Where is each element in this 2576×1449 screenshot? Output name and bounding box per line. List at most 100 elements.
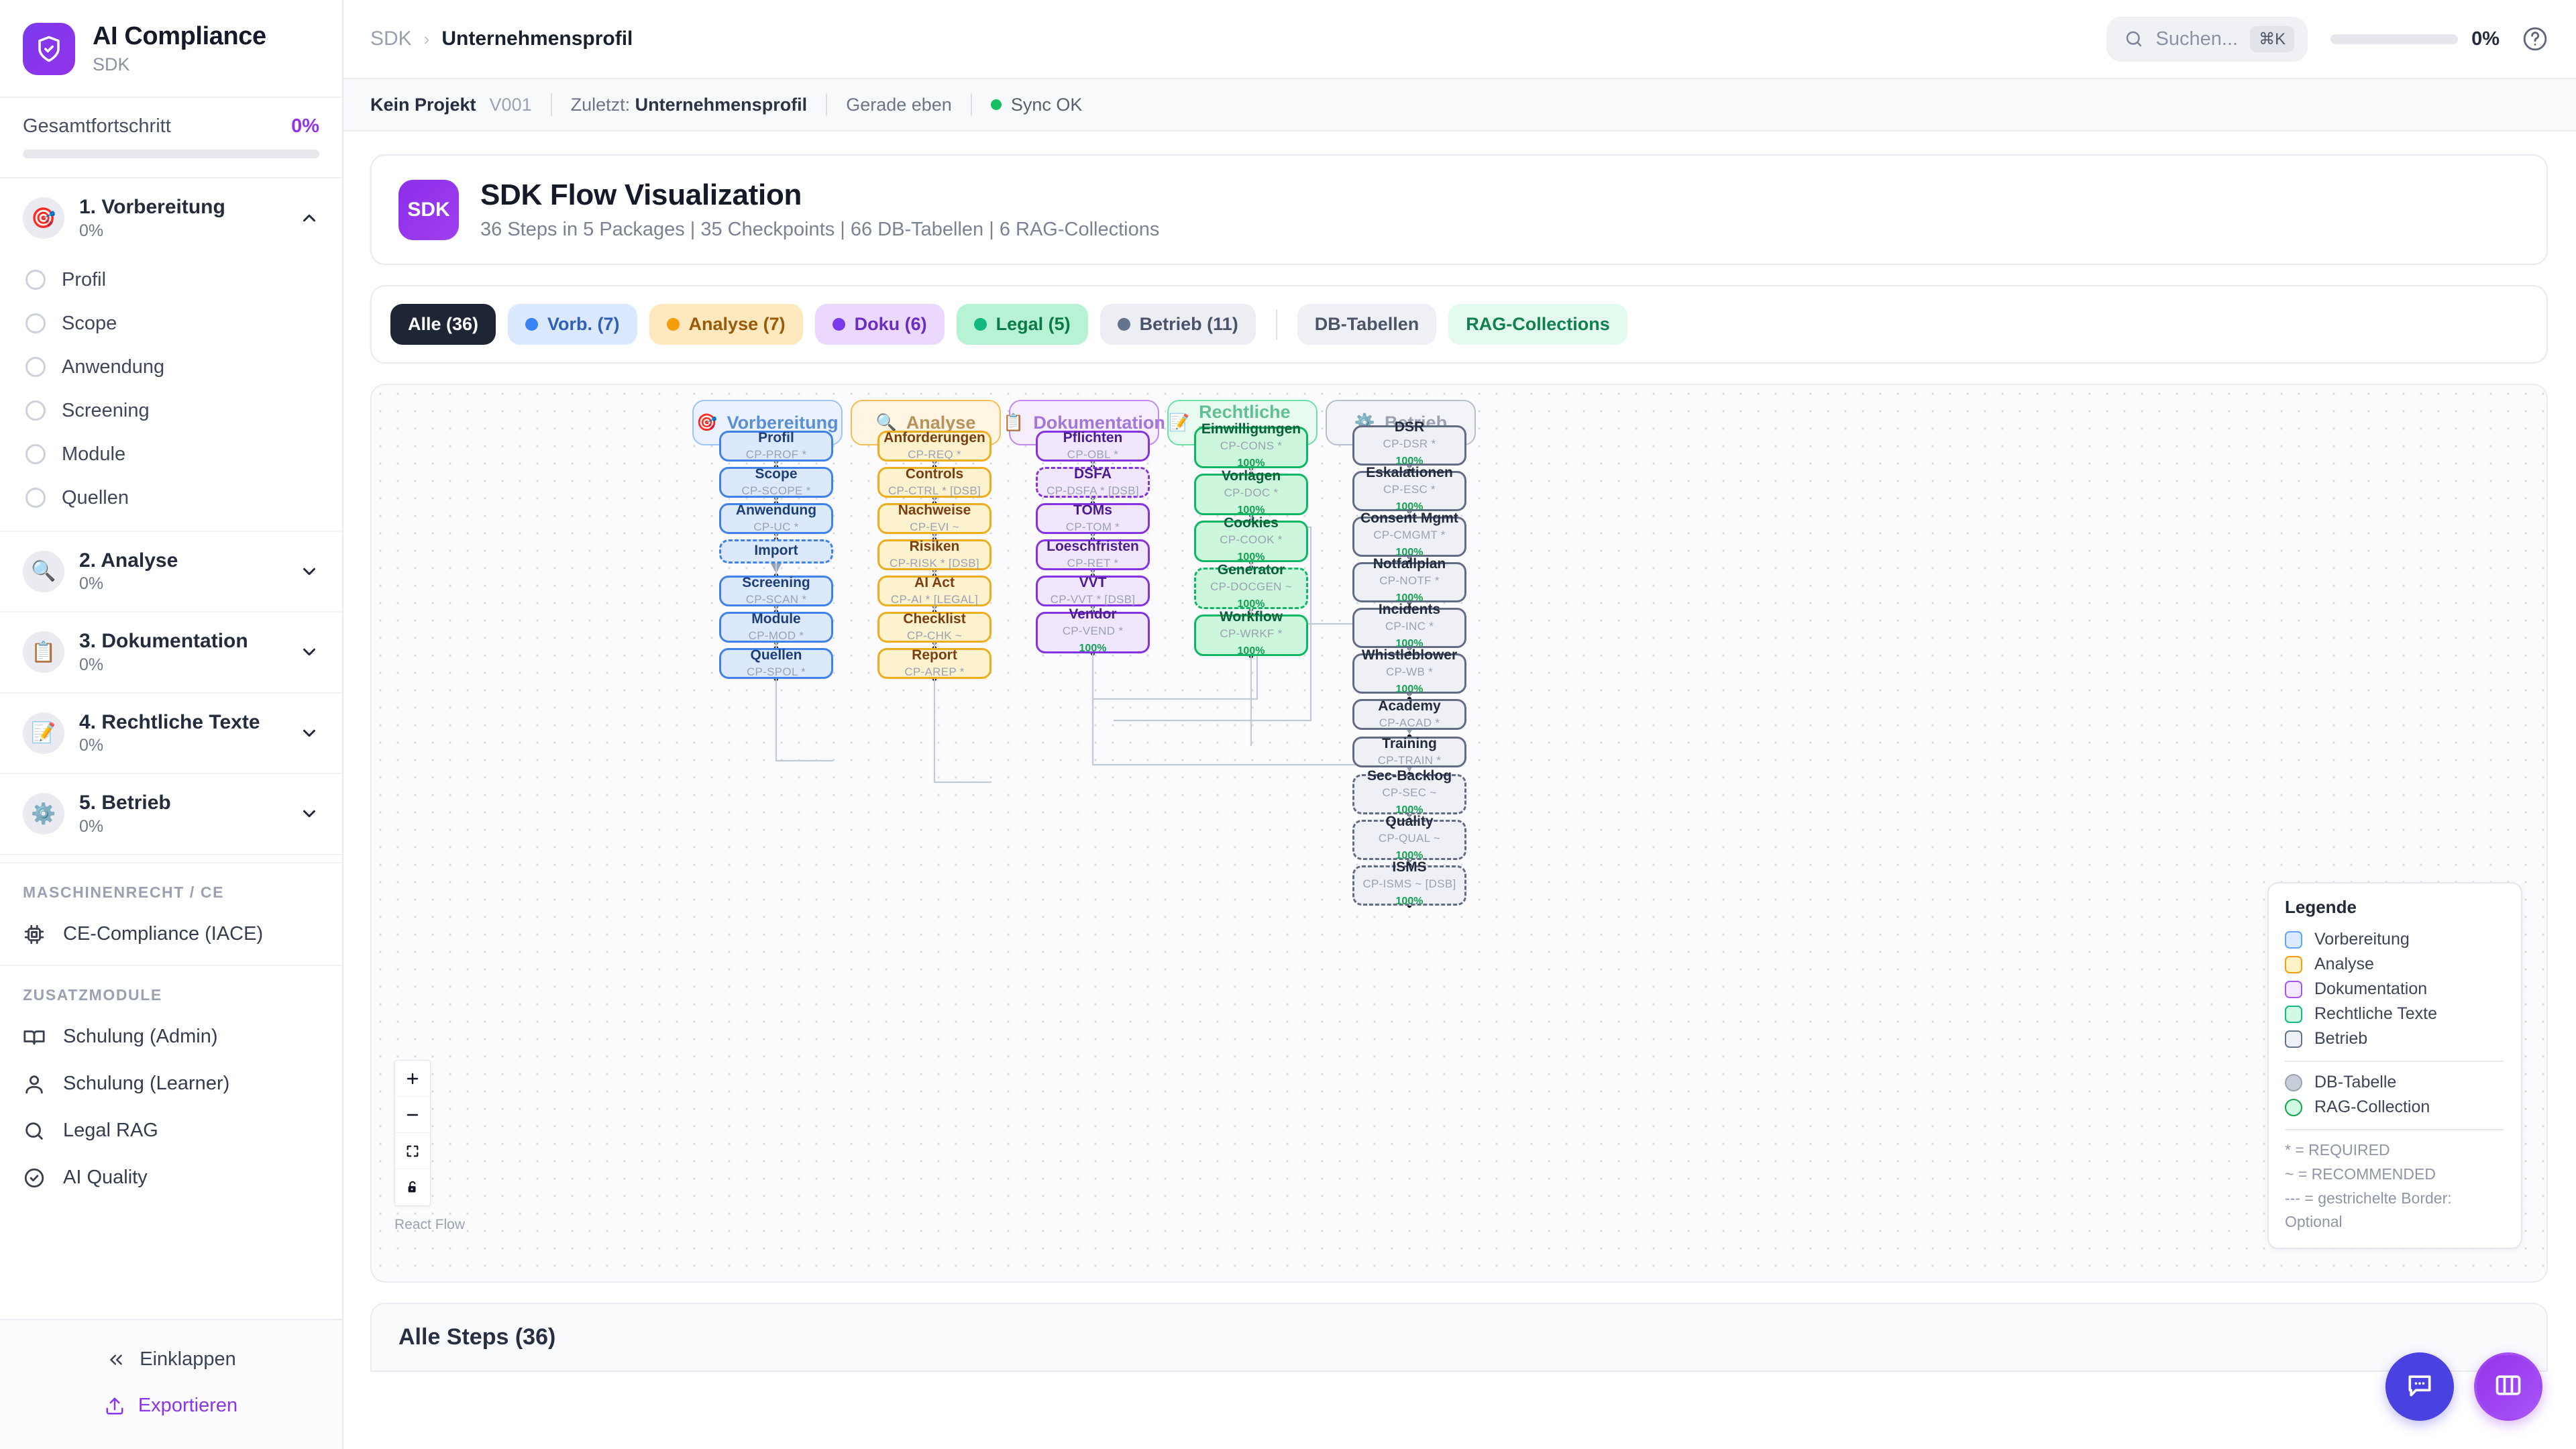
filter-chip-label: Vorb. (7): [547, 314, 620, 334]
phase-name: 4. Rechtliche Texte: [79, 710, 260, 733]
chevron-up-icon[interactable]: [299, 208, 319, 228]
sidebar-link-ai-quality[interactable]: AI Quality: [0, 1155, 342, 1201]
filter-chip-rag-collections[interactable]: RAG-Collections: [1448, 304, 1627, 345]
filter-chip-db-tabellen[interactable]: DB-Tabellen: [1297, 304, 1437, 345]
filter-chip-betrieb-11[interactable]: Betrieb (11): [1099, 304, 1256, 345]
overall-progress: Gesamtfortschritt 0%: [0, 98, 342, 178]
status-sync: Sync OK: [990, 95, 1082, 115]
sidebar-item-profil[interactable]: Profil: [0, 258, 342, 302]
sidebar-link-legal-rag[interactable]: Legal RAG: [0, 1108, 342, 1155]
chevron-down-icon[interactable]: [299, 723, 319, 743]
sidebar-link-schulung-admin[interactable]: Schulung (Admin): [0, 1014, 342, 1061]
flow-node-import[interactable]: Import: [719, 539, 833, 564]
header-progress: 0%: [2330, 28, 2500, 50]
sidebar-divider: [0, 861, 342, 863]
sidebar-link-ce-compliance-iace[interactable]: CE-Compliance (IACE): [0, 911, 342, 958]
breadcrumb-root[interactable]: SDK: [370, 28, 412, 50]
node-code: CP-RISK * [DSB]: [890, 557, 979, 570]
search-input[interactable]: Suchen... ⌘K: [2106, 16, 2308, 62]
node-name: Whistleblower: [1361, 647, 1458, 663]
sidebar-item-module[interactable]: Module: [0, 433, 342, 476]
lock-icon[interactable]: [395, 1169, 430, 1205]
filter-chip-analyse-7[interactable]: Analyse (7): [649, 304, 803, 345]
chevron-down-icon[interactable]: [299, 561, 319, 582]
collapse-sidebar-button[interactable]: Einklappen: [0, 1336, 342, 1383]
brand-header[interactable]: AI Compliance SDK: [0, 0, 342, 98]
overall-progress-track: [23, 150, 319, 158]
filter-chip-legal-5[interactable]: Legal (5): [956, 304, 1088, 345]
zoom-in-icon[interactable]: [395, 1061, 430, 1097]
sidebar-item-screening[interactable]: Screening: [0, 389, 342, 433]
sidebar-link-schulung-learner[interactable]: Schulung (Learner): [0, 1061, 342, 1108]
node-progress-value: 100%: [1395, 804, 1424, 816]
sidebar-item-anwendung[interactable]: Anwendung: [0, 345, 342, 389]
panel-fab[interactable]: [2474, 1352, 2542, 1421]
breadcrumb-current: Unternehmensprofil: [441, 28, 633, 50]
page-subtitle: 36 Steps in 5 Packages | 35 Checkpoints …: [480, 219, 1160, 240]
sidebar-item-label: Module: [62, 443, 126, 465]
filter-chip-vorb-7[interactable]: Vorb. (7): [508, 304, 637, 345]
legend-label: RAG-Collection: [2314, 1097, 2430, 1117]
filter-chip-alle-36[interactable]: Alle (36): [390, 304, 496, 345]
upload-icon: [105, 1396, 125, 1416]
chat-fab[interactable]: [2385, 1352, 2454, 1421]
zoom-out-icon[interactable]: [395, 1097, 430, 1133]
node-code: CP-SCOPE *: [741, 484, 811, 498]
status-bar: Kein Projekt V001 Zuletzt: Unternehmensp…: [343, 79, 2576, 131]
section-title-extra: ZUSATZMODULE: [23, 985, 162, 1004]
sidebar-item-quellen[interactable]: Quellen: [0, 476, 342, 520]
sidebar: AI Compliance SDK Gesamtfortschritt 0% 🎯…: [0, 0, 343, 1449]
chevron-down-icon[interactable]: [299, 804, 319, 824]
flow-canvas[interactable]: 🎯Vorbereitung🔍Analyse📋Dokumentation📝Rech…: [370, 384, 2548, 1283]
phase-emoji-icon: 📝: [23, 712, 64, 754]
legend-label: Betrieb: [2314, 1029, 2368, 1049]
sidebar-item-scope[interactable]: Scope: [0, 302, 342, 345]
legend-row-analyse: Analyse: [2285, 952, 2504, 977]
export-button[interactable]: Exportieren: [0, 1383, 342, 1429]
help-circle-icon[interactable]: [2522, 26, 2548, 52]
chevron-down-icon[interactable]: [299, 642, 319, 662]
filter-chip-doku-6[interactable]: Doku (6): [814, 304, 945, 345]
fit-view-icon[interactable]: [395, 1133, 430, 1169]
